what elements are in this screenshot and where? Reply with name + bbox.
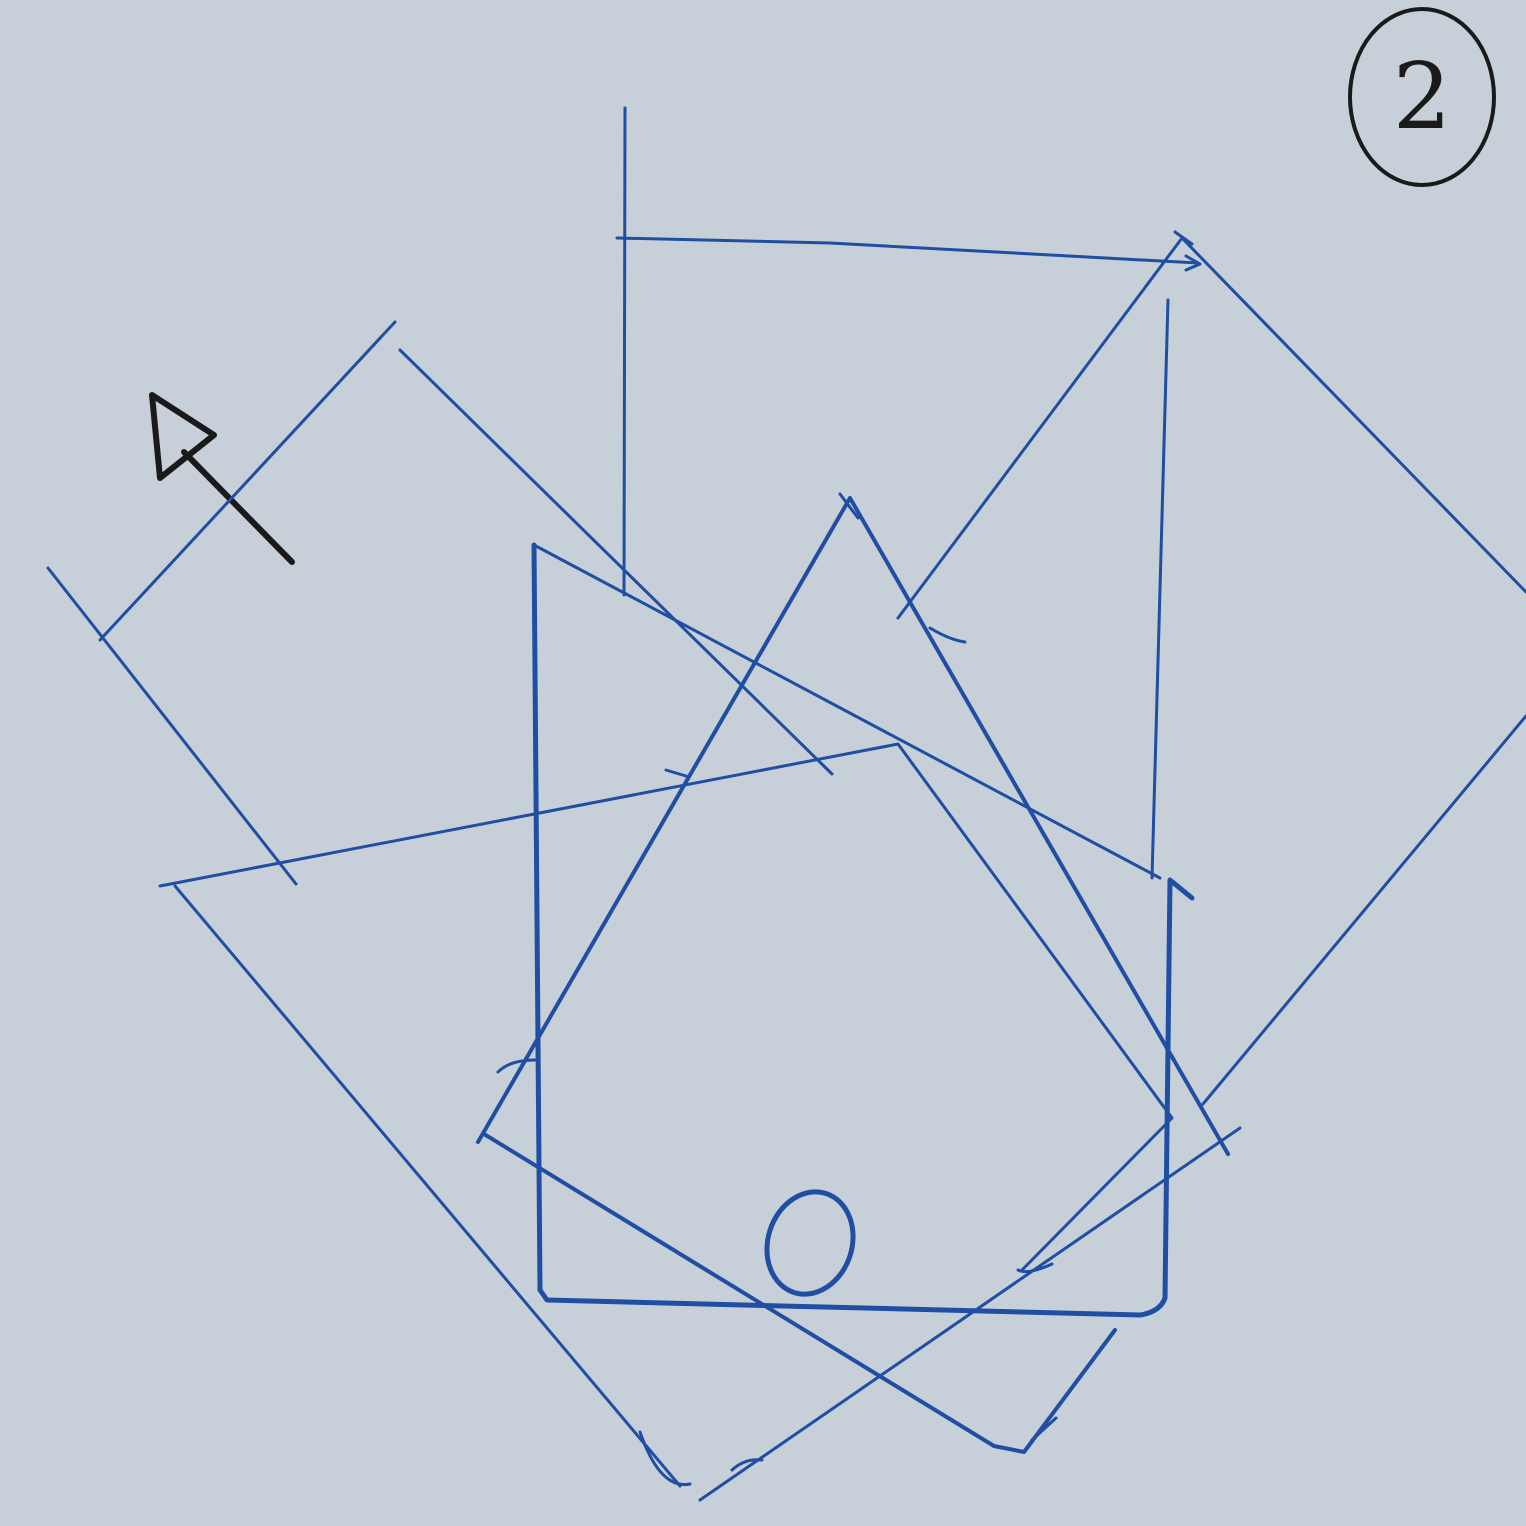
apex-frame-sides: [476, 496, 1230, 1156]
arrow-head: [149, 392, 217, 481]
arrow-icon: [149, 392, 295, 565]
square-rotated-right-apex-cross: [1173, 230, 1194, 246]
tall-frame-left-edge: [622, 106, 627, 597]
left-square-corner-tick: [1016, 1262, 1054, 1273]
bottom-square-edges: [482, 1132, 1117, 1454]
upright-square: [531, 542, 1195, 1318]
tall-frame-top-edge: [615, 236, 1200, 265]
square-rotated-right-edge-a: [896, 236, 1184, 620]
bottom-square-corner-tick: [1030, 1416, 1058, 1442]
left-square-left-edge: [46, 566, 298, 886]
left-square-bottom-edge: [698, 1126, 1242, 1502]
bottom-right-corner-tick: [730, 1458, 764, 1472]
square-rotated-right: [896, 230, 1526, 1106]
left-square-long-edge: [173, 884, 682, 1488]
circle-mark: [764, 1189, 856, 1297]
square-tilted-bottom: [482, 1132, 1117, 1487]
square-rotated-right-edge-b: [1180, 236, 1526, 594]
square-tilted-right: [615, 106, 1202, 880]
bottom-left-corner-tick: [638, 1430, 692, 1487]
apex-frame-top-tick: [838, 492, 860, 520]
square-rotated-left: [46, 320, 1242, 1502]
upright-square-top-edge: [532, 543, 1162, 880]
upright-square-outline: [531, 542, 1195, 1318]
square-rotated-right-edge-c: [1201, 714, 1526, 1106]
tall-frame-top-arrowhead: [1184, 254, 1202, 272]
circle-mark-ring: [764, 1189, 856, 1297]
square-rotated-right-corner-tick: [928, 626, 967, 644]
apex-frame-corner-tick: [496, 1058, 537, 1074]
left-square-mid-tick: [664, 768, 688, 778]
page-number-badge: 2: [1348, 7, 1496, 187]
tall-frame-right-edge: [1150, 298, 1170, 880]
page-number: 2: [1393, 43, 1452, 150]
left-square-lower-edges: [158, 742, 1174, 1272]
left-square-top-edge: [98, 320, 397, 642]
page-number-circle: [1348, 7, 1496, 187]
left-square-right-edge: [398, 348, 834, 776]
arrow-shaft: [181, 449, 295, 565]
square-tilted-left: [476, 492, 1230, 1156]
